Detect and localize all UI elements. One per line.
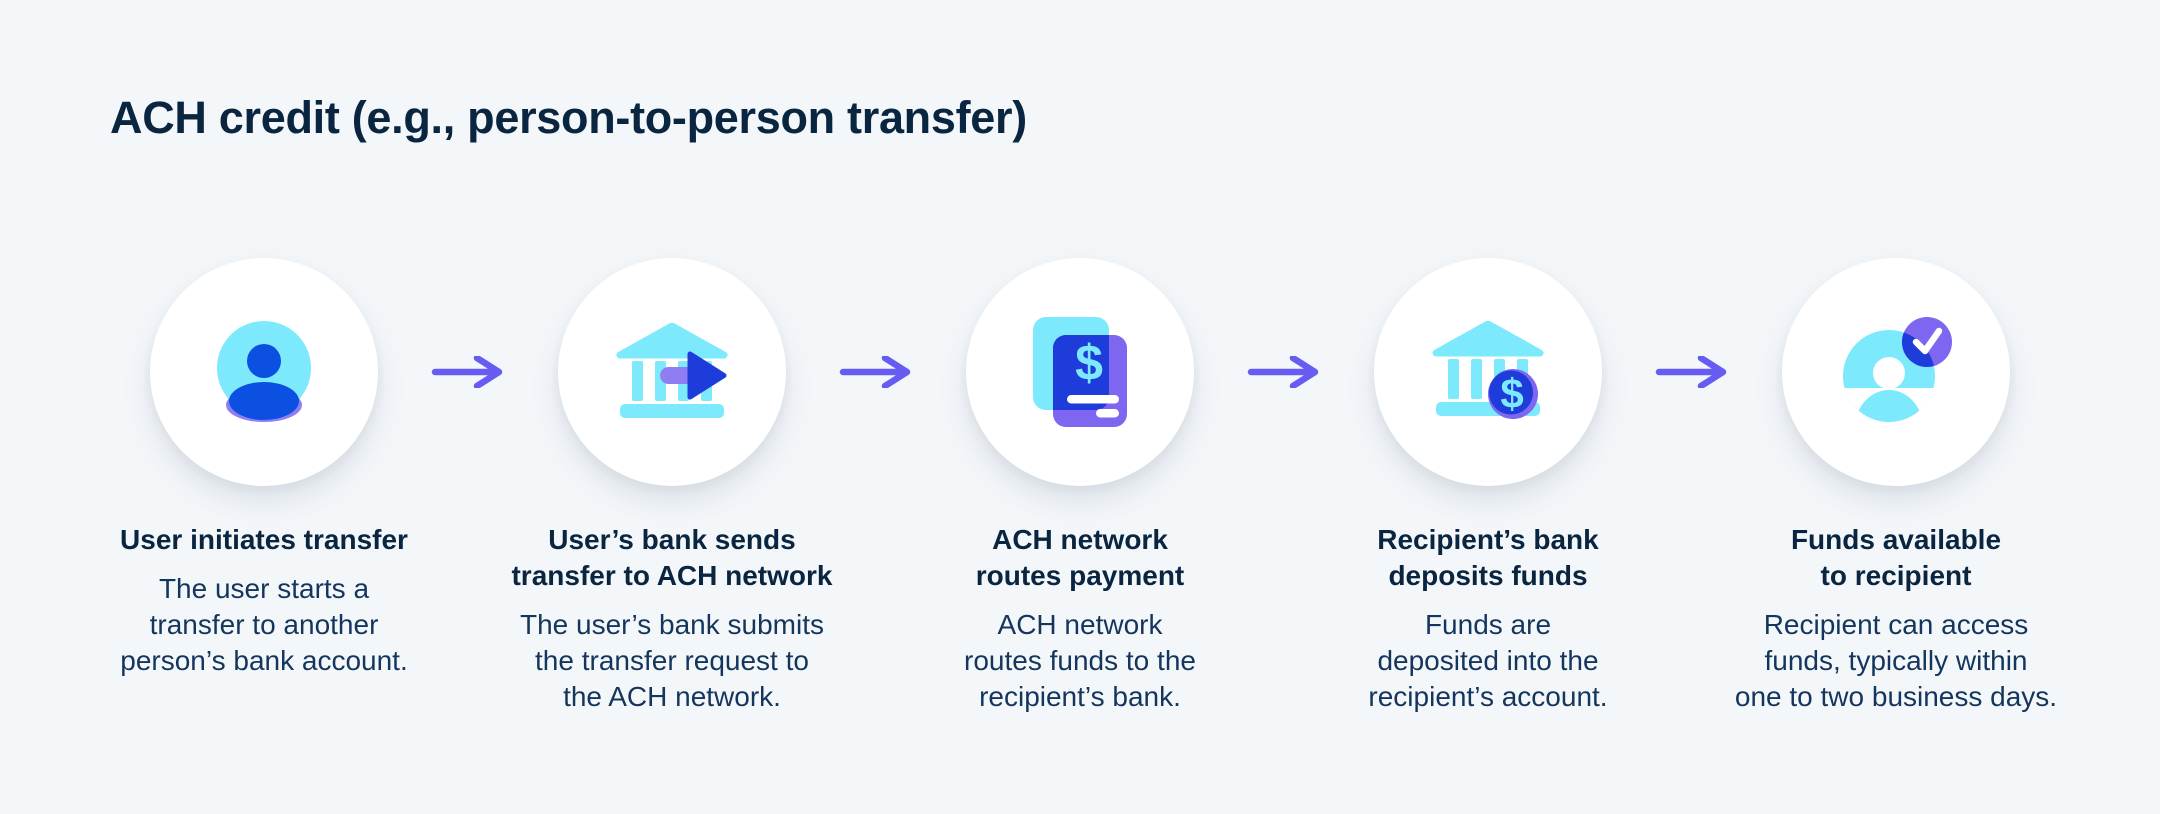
recipient-verified-icon bbox=[1843, 317, 1952, 422]
ach-credit-flow-diagram: User initiates transfer The user starts … bbox=[0, 258, 2160, 715]
step-description: Funds are deposited into the recipient’s… bbox=[1368, 609, 1608, 712]
step-title: User’s bank sends transfer to ACH networ… bbox=[511, 524, 833, 591]
right-arrow-icon bbox=[1655, 356, 1727, 388]
step-user-initiates-transfer: User initiates transfer The user starts … bbox=[99, 258, 429, 679]
flow-connector bbox=[429, 356, 507, 388]
right-arrow-icon bbox=[839, 356, 911, 388]
step-title: ACH network routes payment bbox=[975, 524, 1185, 591]
page-title: ACH credit (e.g., person-to-person trans… bbox=[110, 92, 1027, 143]
right-arrow-icon bbox=[431, 356, 503, 388]
step-icon-card bbox=[1782, 258, 2010, 486]
step-icon-card bbox=[558, 258, 786, 486]
step-icon-card: $ bbox=[966, 258, 1194, 486]
step-funds-available: Funds available to recipient Recipient c… bbox=[1731, 258, 2061, 715]
step-icon-card bbox=[150, 258, 378, 486]
flow-connector bbox=[837, 356, 915, 388]
payment-documents-icon: $ bbox=[1033, 317, 1127, 427]
bank-send-arrow-icon bbox=[616, 323, 728, 418]
step-bank-sends-transfer: User’s bank sends transfer to ACH networ… bbox=[507, 258, 837, 715]
user-avatar-icon bbox=[217, 321, 311, 422]
svg-text:$: $ bbox=[1075, 335, 1103, 391]
step-title: User initiates transfer bbox=[120, 524, 408, 555]
step-icon-card: $ bbox=[1374, 258, 1602, 486]
bank-coin-deposit-icon: $ bbox=[1432, 321, 1544, 419]
flow-connector bbox=[1245, 356, 1323, 388]
step-title: Funds available to recipient bbox=[1790, 524, 2002, 591]
step-description: ACH network routes funds to the recipien… bbox=[964, 609, 1196, 712]
step-recipient-bank-deposits: $ Recipient’s bank deposits funds Funds … bbox=[1323, 258, 1653, 715]
svg-text:$: $ bbox=[1500, 370, 1523, 417]
step-description: Recipient can access funds, typically wi… bbox=[1734, 609, 2058, 712]
step-ach-routes-payment: $ ACH network routes payment ACH network… bbox=[915, 258, 1245, 715]
step-description: The user’s bank submits the transfer req… bbox=[520, 609, 824, 712]
step-title: Recipient’s bank deposits funds bbox=[1377, 524, 1599, 591]
flow-connector bbox=[1653, 356, 1731, 388]
step-description: The user starts a transfer to another pe… bbox=[120, 573, 408, 676]
right-arrow-icon bbox=[1247, 356, 1319, 388]
